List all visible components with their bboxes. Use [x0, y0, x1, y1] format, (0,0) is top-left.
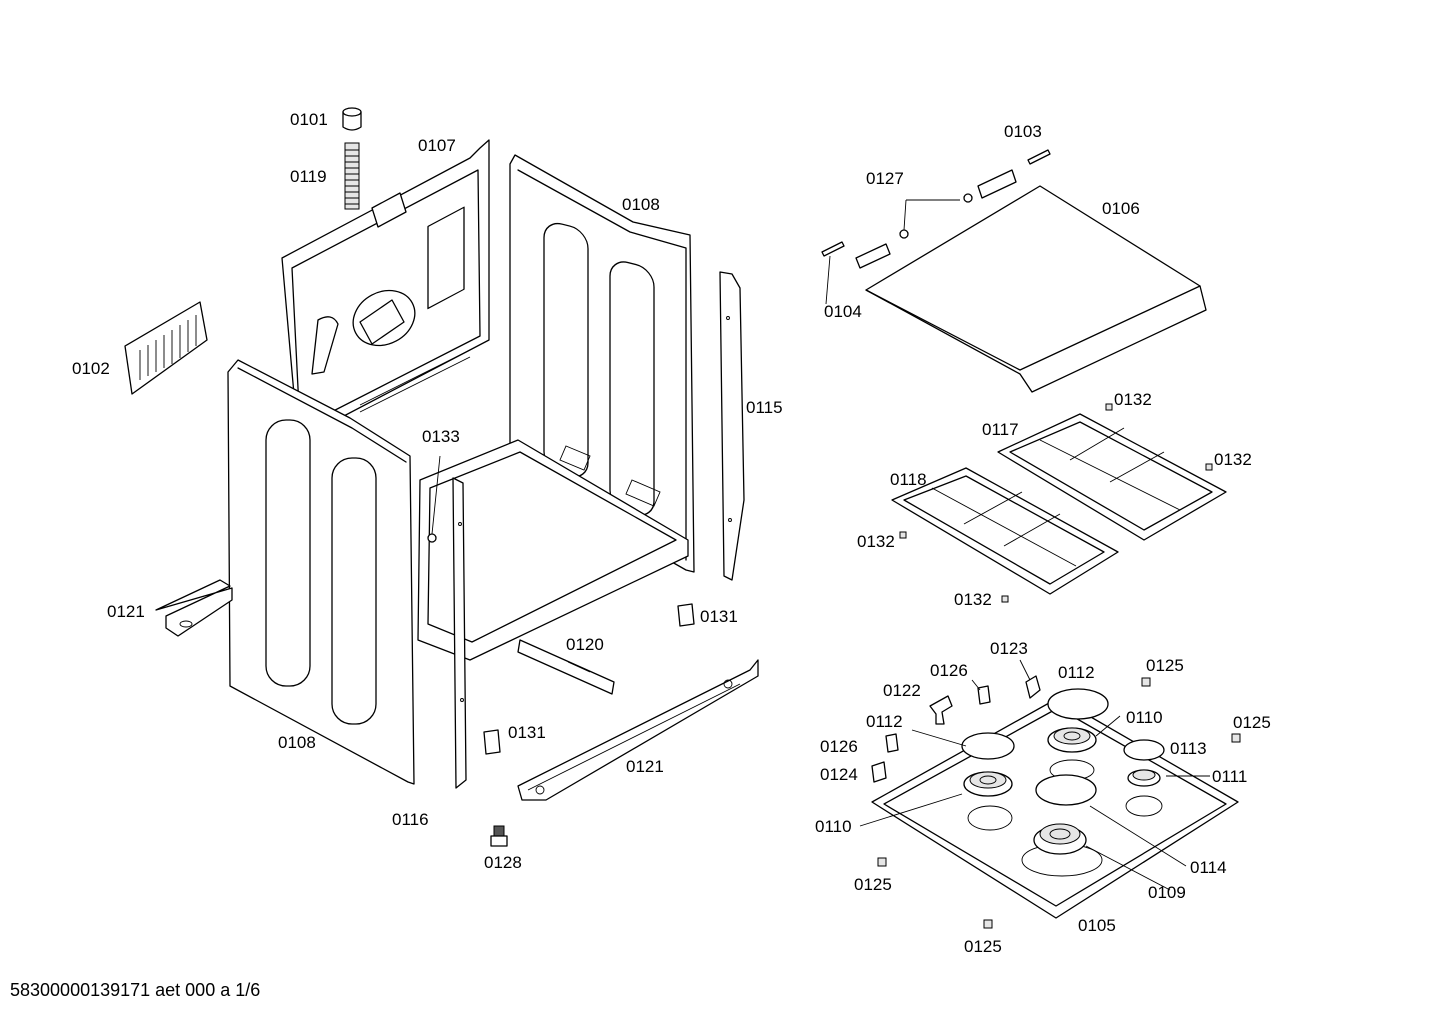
part-bracket: [1025, 675, 1041, 699]
callout-label: 0110: [1126, 708, 1163, 727]
callout-label: 0106: [1102, 199, 1140, 218]
part-front-strip: [452, 477, 467, 789]
part-igniter: [885, 733, 899, 753]
part-oven-floor: [417, 439, 689, 661]
part-base-rail-left: [155, 579, 233, 637]
callout-label: 0132: [857, 532, 895, 551]
callout-label: 0113: [1170, 739, 1207, 758]
part-burner-medium: [963, 771, 1013, 797]
callout-label: 0114: [1190, 858, 1227, 877]
part-pan-support-left: [891, 467, 1119, 595]
callout-label: 0105: [1078, 916, 1116, 935]
part-hinge: [977, 169, 1017, 199]
part-burner-cap: [1035, 774, 1097, 806]
part-base-rail-front: [517, 659, 759, 801]
part-pan-support-right: [997, 413, 1227, 541]
callout-label: 0109: [1148, 883, 1186, 902]
callout-label: 0120: [566, 635, 604, 654]
callout-label: 0119: [290, 167, 327, 186]
callout-label: 0123: [990, 639, 1028, 658]
callout-label: 0103: [1004, 122, 1042, 141]
callout-label: 0104: [824, 302, 862, 321]
callout-label: 0108: [622, 195, 660, 214]
part-burner-small: [1127, 769, 1161, 787]
callout-label: 0131: [700, 607, 738, 626]
part-hinge: [855, 243, 891, 269]
part-base-rail-center: [517, 639, 615, 695]
part-clip: [483, 729, 501, 755]
callout-label: 0107: [418, 136, 456, 155]
leader-lines: [431, 199, 1210, 891]
callout-label: 0125: [854, 875, 892, 894]
part-clip: [677, 603, 695, 627]
callout-label: 0111: [1212, 767, 1247, 786]
part-hinge-pin: [963, 193, 973, 203]
part-clip: [983, 919, 993, 929]
part-flex-hose: [344, 142, 360, 210]
part-glass-lid: [865, 185, 1207, 393]
part-burner-medium: [1047, 727, 1097, 753]
part-screw: [821, 241, 845, 257]
document-reference-number: 58300000139171 aet 000 a 1/6: [10, 980, 261, 1000]
callout-label: 0101: [290, 110, 328, 129]
callout-label: 0125: [1146, 656, 1184, 675]
callout-label: 0121: [626, 757, 664, 776]
part-clip: [877, 857, 887, 867]
callout-label: 0116: [392, 810, 429, 829]
part-rubber-foot: [1001, 595, 1009, 603]
part-screw: [1027, 149, 1051, 165]
callout-label: 0125: [1233, 713, 1271, 732]
part-thermocouple: [929, 695, 953, 725]
callout-label: 0131: [508, 723, 546, 742]
callout-label: 0108: [278, 733, 316, 752]
part-vent-grille: [124, 301, 208, 395]
callout-label: 0126: [820, 737, 858, 756]
callout-label: 0122: [883, 681, 921, 700]
callout-label: 0115: [746, 398, 783, 417]
part-hinge-pin: [899, 229, 909, 239]
callout-label: 0110: [815, 817, 852, 836]
part-rear-strip: [719, 271, 745, 581]
part-rubber-foot: [1205, 463, 1213, 471]
part-back-panel: [281, 139, 490, 441]
callout-label: 0125: [964, 937, 1002, 956]
part-burner-cap: [1123, 739, 1165, 761]
part-adjustable-foot: [490, 825, 508, 847]
callout-label: 0132: [1114, 390, 1152, 409]
part-bracket: [871, 761, 887, 783]
callout-label: 0128: [484, 853, 522, 872]
callout-label: 0102: [72, 359, 110, 378]
part-burner-cap: [1047, 688, 1109, 720]
part-rubber-foot: [899, 531, 907, 539]
part-side-panel-left: [227, 359, 415, 785]
callout-label: 0112: [866, 712, 903, 731]
part-clip: [1141, 677, 1151, 687]
callout-label: 0121: [107, 602, 145, 621]
part-burner-large: [1033, 823, 1087, 855]
part-clip: [1231, 733, 1241, 743]
callout-label: 0132: [954, 590, 992, 609]
callout-label: 0118: [890, 470, 927, 489]
callout-label: 0133: [422, 427, 460, 446]
callout-label: 0132: [1214, 450, 1252, 469]
callout-label: 0124: [820, 765, 858, 784]
part-rubber-foot: [1105, 403, 1113, 411]
part-burner-cap: [961, 732, 1015, 760]
callout-label: 0112: [1058, 663, 1095, 682]
part-grommet: [427, 533, 437, 543]
part-igniter: [977, 685, 991, 705]
callout-label: 0126: [930, 661, 968, 680]
part-cap: [342, 107, 362, 131]
callout-label: 0127: [866, 169, 904, 188]
callout-label: 0117: [982, 420, 1019, 439]
